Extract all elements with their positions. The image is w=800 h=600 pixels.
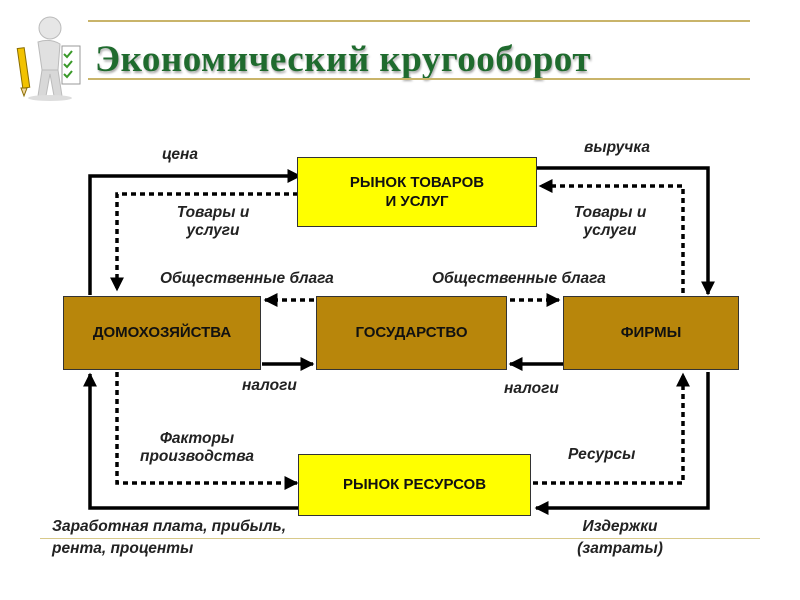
label-costs-line2: (затраты) bbox=[577, 539, 663, 557]
households-label: ДОМОХОЗЯЙСТВА bbox=[92, 324, 232, 342]
market-goods-line2: И УСЛУГ bbox=[385, 193, 449, 210]
label-goods-left-line2: услуги bbox=[186, 222, 240, 239]
arrow-goods-right bbox=[538, 179, 685, 293]
arrow-revenue bbox=[537, 166, 715, 296]
label-costs-line1: Издержки bbox=[582, 518, 658, 535]
arrow-factors bbox=[115, 372, 299, 490]
label-income-line1: Заработная плата, прибыль, bbox=[52, 518, 287, 535]
label-factors-line2: производства bbox=[140, 448, 254, 465]
label-revenue: выручка bbox=[584, 139, 650, 156]
label-public-goods-right: Общественные блага bbox=[432, 270, 606, 287]
bottom-rule bbox=[40, 538, 760, 539]
label-public-goods-left: Общественные блага bbox=[160, 270, 334, 287]
households-box: ДОМОХОЗЯЙСТВА bbox=[63, 296, 261, 370]
label-goods-left-line1: Товары и bbox=[176, 204, 250, 221]
person-with-checklist-icon bbox=[16, 16, 81, 101]
market-goods-box: РЫНОК ТОВАРОВ И УСЛУГ bbox=[297, 157, 537, 227]
firms-box: ФИРМЫ bbox=[563, 296, 739, 370]
arrow-goods-left bbox=[110, 192, 298, 292]
top-rule bbox=[88, 20, 750, 22]
market-resources-box: РЫНОК РЕСУРСОВ bbox=[298, 454, 531, 516]
label-resources: Ресурсы bbox=[568, 446, 636, 463]
label-goods-right-line1: Товары и bbox=[573, 204, 647, 221]
label-income-line2: рента, проценты bbox=[52, 539, 194, 557]
label-price: цена bbox=[162, 146, 199, 163]
label-goods-left: Товары и услуги bbox=[158, 204, 268, 240]
label-income: Заработная плата, прибыль, рента, процен… bbox=[52, 516, 286, 559]
title-underline bbox=[88, 78, 750, 80]
market-resources-label: РЫНОК РЕСУРСОВ bbox=[342, 476, 487, 494]
label-taxes-left: налоги bbox=[242, 377, 297, 394]
arrow-resources bbox=[533, 372, 690, 485]
government-label: ГОСУДАРСТВО bbox=[355, 324, 468, 342]
label-goods-right-line2: услуги bbox=[583, 222, 637, 239]
arrow-costs bbox=[534, 372, 710, 515]
label-taxes-right: налоги bbox=[504, 380, 559, 397]
arrow-price bbox=[88, 169, 302, 295]
arrow-income bbox=[83, 372, 300, 510]
government-box: ГОСУДАРСТВО bbox=[316, 296, 507, 370]
label-factors: Факторы производства bbox=[122, 430, 272, 466]
label-factors-line1: Факторы bbox=[159, 430, 235, 447]
label-costs: Издержки (затраты) bbox=[560, 516, 680, 559]
label-goods-right: Товары и услуги bbox=[555, 204, 665, 240]
page-title: Экономический кругооборот bbox=[95, 39, 591, 80]
market-goods-line1: РЫНОК ТОВАРОВ bbox=[349, 173, 485, 191]
firms-label: ФИРМЫ bbox=[620, 324, 682, 342]
